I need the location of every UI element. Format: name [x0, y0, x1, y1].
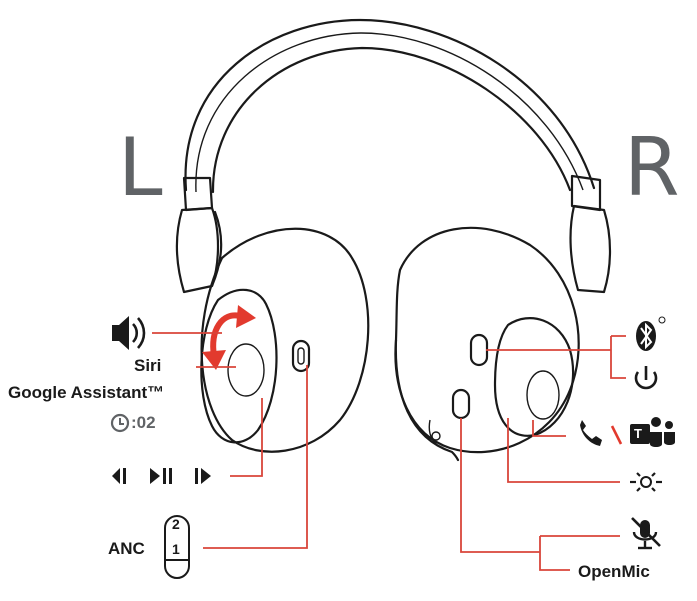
- slash-divider: [610, 425, 623, 445]
- anc-position-1: 1: [172, 541, 180, 557]
- right-ear-cup: [394, 226, 580, 462]
- anc-leader: [203, 365, 308, 549]
- mic-mute-icon: [631, 517, 661, 550]
- microsoft-teams-icon: [630, 417, 675, 447]
- mute-leader: [460, 418, 620, 571]
- openmic-label: OpenMic: [578, 562, 650, 581]
- right-yoke: [569, 174, 612, 294]
- sensor-light-icon: [630, 472, 662, 492]
- hold-time-label: :02: [131, 413, 156, 432]
- teams-letter: T: [634, 426, 642, 441]
- left-side-letter: L: [118, 121, 163, 214]
- anc-label: ANC: [108, 539, 145, 558]
- bluetooth-power-leader: [486, 335, 626, 379]
- anc-switch-icon: [164, 515, 190, 579]
- power-icon: [634, 366, 658, 390]
- right-side-letter: R: [624, 121, 680, 214]
- call-leader: [532, 420, 566, 437]
- phone-handset-icon: [580, 420, 602, 446]
- track-leader: [230, 398, 263, 477]
- bluetooth-icon: [636, 316, 666, 351]
- google-assistant-label: Google Assistant™: [8, 383, 165, 402]
- headband: [184, 18, 596, 194]
- siri-label: Siri: [134, 356, 162, 375]
- left-yoke: [175, 176, 223, 294]
- clock-icon: [110, 413, 130, 433]
- sensor-leader: [507, 418, 620, 483]
- anc-position-2: 2: [172, 516, 180, 532]
- left-ear-cup: [200, 227, 370, 453]
- speaker-volume-icon: [112, 316, 146, 350]
- volume-rotation-arrow: [202, 305, 256, 370]
- previous-play-pause-next-icon: [112, 468, 211, 484]
- leader-lines: [152, 332, 626, 571]
